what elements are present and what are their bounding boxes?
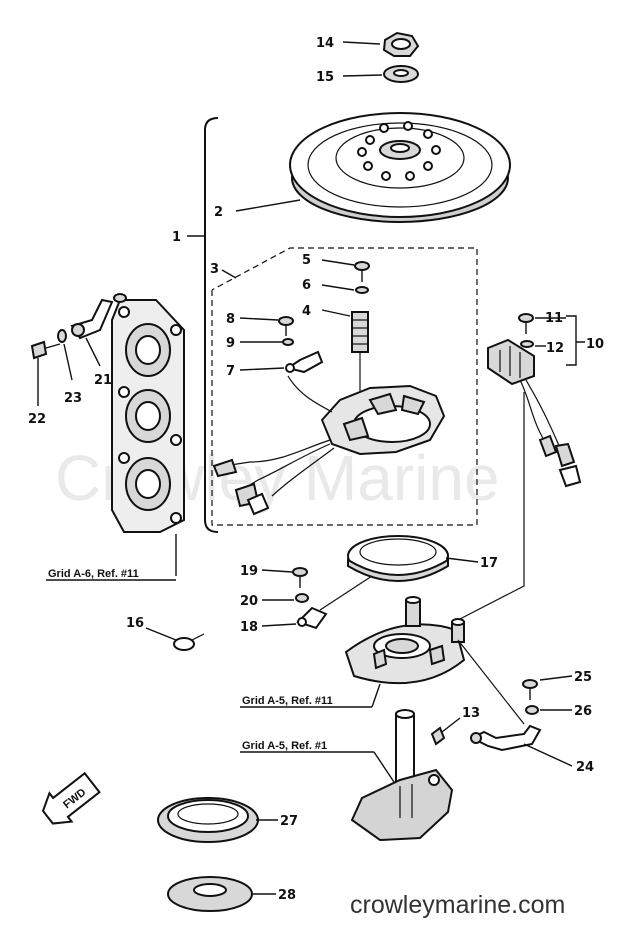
- callout-2: 2: [214, 205, 223, 220]
- washer-28: [167, 876, 253, 912]
- callout-3: 3: [210, 262, 219, 277]
- clip-16: [173, 633, 205, 651]
- callout-27: 27: [280, 814, 298, 829]
- seal-17: [347, 535, 449, 582]
- callout-14: 14: [316, 36, 334, 51]
- callout-11: 11: [545, 311, 563, 326]
- flywheel-washer: [383, 65, 419, 83]
- callout-7: 7: [226, 364, 235, 379]
- pin-13: [430, 726, 446, 746]
- callout-25: 25: [574, 670, 592, 685]
- screw-25: [522, 679, 538, 700]
- callout-9: 9: [226, 336, 235, 351]
- callout-28: 28: [278, 888, 296, 903]
- flywheel: [289, 112, 511, 223]
- callout-18: 18: [240, 620, 258, 635]
- intake-manifold: [111, 299, 185, 533]
- callout-5: 5: [302, 253, 311, 268]
- callout-13: 13: [462, 706, 480, 721]
- callout-4: 4: [302, 304, 311, 319]
- screw-19: [292, 567, 308, 588]
- screw-11: [518, 313, 534, 334]
- stator-assembly-box: [211, 247, 478, 526]
- screw-22: [30, 340, 61, 360]
- flywheel-nut: [382, 31, 420, 57]
- ring-27: [157, 797, 259, 843]
- ref-grid-a5-1: Grid A-5, Ref. #1: [242, 740, 327, 752]
- stator-base: [344, 596, 466, 685]
- washer-20: [295, 593, 309, 603]
- callout-24: 24: [576, 760, 594, 775]
- link-24: [469, 724, 542, 752]
- ref-grid-a5-11: Grid A-5, Ref. #11: [242, 695, 333, 707]
- screw-8: [278, 316, 294, 336]
- callout-8: 8: [226, 312, 235, 327]
- washer-26: [525, 705, 539, 715]
- callout-16: 16: [126, 616, 144, 631]
- screw-5: [354, 261, 370, 282]
- callout-20: 20: [240, 594, 258, 609]
- callout-26: 26: [574, 704, 592, 719]
- assembly-bracket: [204, 117, 219, 533]
- callout-1: 1: [172, 230, 181, 245]
- callout-bracket-10: [566, 315, 585, 366]
- clamp-18: [296, 575, 373, 630]
- washer-6: [355, 286, 369, 294]
- washer-9: [282, 338, 294, 346]
- callout-15: 15: [316, 70, 334, 85]
- fwd-arrow: FWD: [41, 771, 101, 825]
- clamp-7: [285, 350, 324, 374]
- washer-12: [520, 340, 534, 348]
- callout-22: 22: [28, 412, 46, 427]
- ref-grid-a6: Grid A-6, Ref. #11: [48, 568, 139, 580]
- control-lever: [350, 709, 454, 842]
- pulser-coil-4: [351, 311, 369, 400]
- callout-23: 23: [64, 391, 82, 406]
- callout-21: 21: [94, 373, 112, 388]
- callout-12: 12: [546, 341, 564, 356]
- callout-19: 19: [240, 564, 258, 579]
- washer-23: [57, 329, 67, 343]
- callout-17: 17: [480, 556, 498, 571]
- site-credit: crowleymarine.com: [350, 891, 565, 919]
- callout-6: 6: [302, 278, 311, 293]
- rectifier-10: [487, 338, 582, 488]
- callout-10: 10: [586, 337, 604, 352]
- stator-plate: [212, 375, 446, 516]
- bracket-21: [70, 293, 127, 340]
